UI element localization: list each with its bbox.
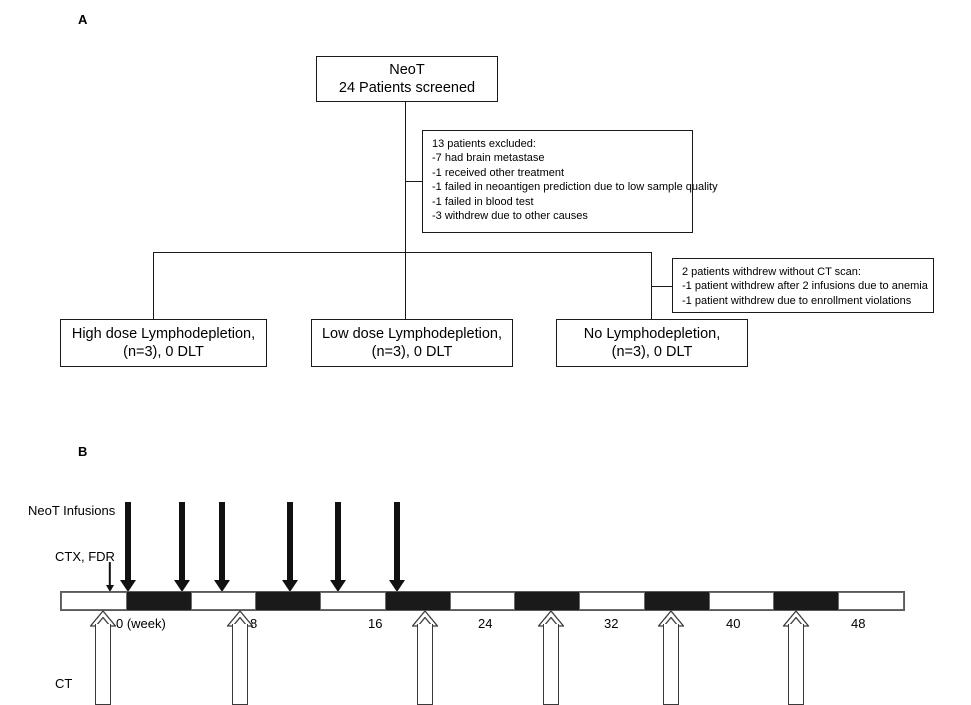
timeline-segment [190,592,257,610]
no-depletion-arm-box: No Lymphodepletion, (n=3), 0 DLT [556,319,748,367]
ctx-fdr-label: CTX, FDR [55,549,115,564]
ct-label: CT [55,676,73,691]
timeline-segment [579,592,645,610]
panel-label-b: B [78,444,88,459]
high-dose-arm-box: High dose Lymphodepletion, (n=3), 0 DLT [60,319,267,367]
high-dose-arm-line-2: (n=3), 0 DLT [123,344,204,360]
exclusion-line: 13 patients excluded: [432,138,536,150]
timeline-segment [256,592,321,610]
tick-label-48: 48 [851,616,866,631]
study-timeline-bar [60,591,905,611]
neot-screening-line-1: NeoT [389,62,425,78]
neot-infusion-arrow [389,502,405,592]
withdraw-line: -1 patient withdrew after 2 infusions du… [682,280,928,293]
neot-screening-line-2: 24 Patients screened [338,80,476,96]
low-dose-arm-box: Low dose Lymphodepletion, (n=3), 0 DLT [311,319,513,367]
neot-infusion-arrow [174,502,190,592]
withdrew-without-ct-note: 2 patients withdrew without CT scan: -1 … [672,258,934,313]
exclusion-line: -1 received other treatment [432,166,565,179]
tick-label-32: 32 [604,616,619,631]
neot-infusion-arrow [282,502,298,592]
ct-scan-arrow [657,610,685,705]
low-dose-arm-line-1: Low dose Lymphodepletion, [321,326,503,342]
connector-drop-low-dose [405,252,407,319]
connector-trunk-vertical [405,102,407,253]
ct-scan-arrow [537,610,565,705]
timeline-segment [61,592,127,610]
connector-drop-high-dose [153,252,155,319]
tick-label-0: 0 (week) [116,616,166,631]
no-depletion-arm-line-1: No Lymphodepletion, [583,326,721,342]
ct-scan-arrow [782,610,810,705]
ct-scan-arrow [226,610,254,705]
timeline-segment [449,592,516,610]
high-dose-arm-line-1: High dose Lymphodepletion, [71,326,256,342]
timeline-segment [320,592,386,610]
timeline-segment [774,592,839,610]
tick-label-16: 16 [368,616,383,631]
tick-label-8: 8 [250,616,258,631]
exclusion-line: -1 failed in neoantigen prediction due t… [432,181,718,194]
excluded-patients-note: 13 patients excluded: -7 had brain metas… [422,130,718,233]
neot-infusion-arrow [120,502,136,592]
neot-infusion-arrow [214,502,230,592]
connector-to-exclusion-note [405,181,423,183]
timeline-segment [126,592,191,610]
exclusion-line: -3 withdrew due to other causes [432,210,588,223]
exclusion-line: -1 failed in blood test [432,195,534,208]
panel-label-a: A [78,12,88,27]
connector-split-horizontal [153,252,652,254]
tick-label-40: 40 [726,616,741,631]
timeline-segment [385,592,450,610]
no-depletion-arm-line-2: (n=3), 0 DLT [611,344,693,360]
connector-drop-no-depletion [651,252,653,319]
timeline-segment [515,592,580,610]
withdraw-line: -1 patient withdrew due to enrollment vi… [682,294,912,307]
timeline-segment [644,592,709,610]
ct-scan-arrow [89,610,117,705]
ctx-fdr-arrow [103,562,117,592]
exclusion-line: -7 had brain metastase [432,152,545,165]
low-dose-arm-line-2: (n=3), 0 DLT [371,344,453,360]
tick-label-24: 24 [478,616,493,631]
withdraw-line: 2 patients withdrew without CT scan: [682,266,861,278]
timeline-segment [708,592,775,610]
neot-screening-box: NeoT 24 Patients screened [316,56,498,102]
ct-scan-arrow [411,610,439,705]
connector-to-withdraw-note [651,286,673,288]
neot-infusion-arrow [330,502,346,592]
timeline-segment [838,592,904,610]
neot-infusions-label: NeoT Infusions [28,503,116,518]
